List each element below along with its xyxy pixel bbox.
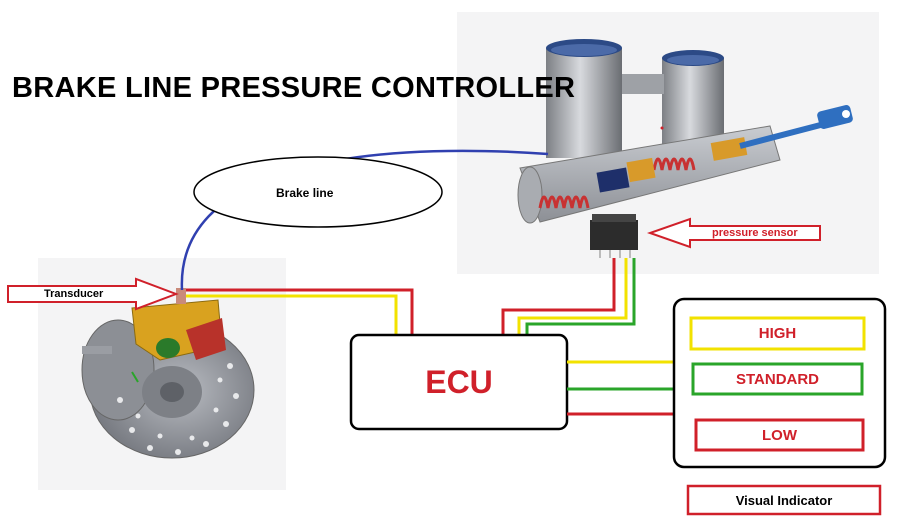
transducer-label: Transducer: [44, 288, 104, 300]
sensor-green-wire: [525, 258, 636, 336]
brake-line-label: Brake line: [276, 186, 334, 200]
diagram-title: BRAKE LINE PRESSURE CONTROLLER: [12, 72, 576, 104]
transducer-red-wire: [186, 288, 414, 336]
indicator-standard-label: STANDARD: [735, 370, 820, 388]
transducer-yellow-wire: [186, 294, 398, 336]
indicator-low-label: LOW: [762, 426, 797, 444]
indicator-high-label: HIGH: [758, 325, 797, 342]
pressure-sensor-chip: [590, 214, 638, 258]
transducer-arrow: [7, 277, 179, 311]
ecu-box: [349, 333, 569, 431]
sensor-red-wire: [501, 258, 616, 336]
visual-indicator-label: Visual Indicator: [735, 492, 833, 508]
sensor-yellow-wire: [517, 258, 628, 336]
indicator-standard-box: [691, 362, 864, 396]
brake-line-callout: [193, 156, 443, 228]
ecu-label: ECU: [425, 363, 493, 400]
master-cylinder-image: [517, 39, 853, 224]
brake-disc-image: [81, 288, 255, 459]
pressure-sensor-arrow: [646, 217, 821, 249]
indicator-low-box: [694, 418, 865, 452]
visual-indicator-label-box: [686, 484, 882, 516]
indicator-high-box: [689, 316, 866, 351]
pressure-sensor-label: pressure sensor: [712, 227, 798, 239]
